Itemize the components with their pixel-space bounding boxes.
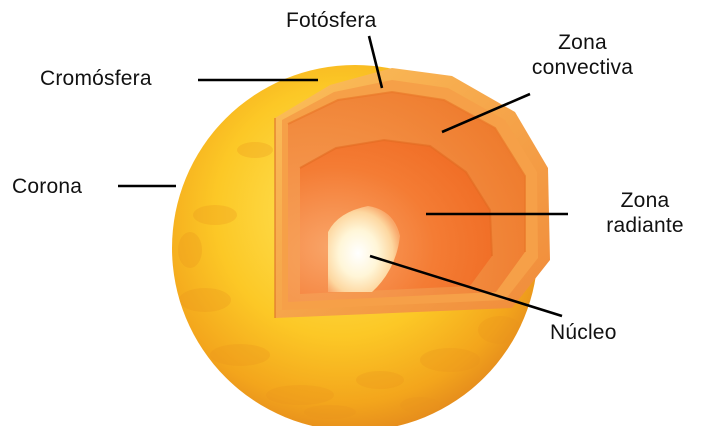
- label-zona-radiante: Zona radiante: [586, 188, 704, 238]
- label-fotosfera: Fotósfera: [286, 8, 377, 33]
- cutaway-layers: [275, 68, 550, 318]
- label-cromosfera: Cromósfera: [40, 66, 152, 91]
- label-nucleo: Núcleo: [550, 320, 617, 345]
- label-corona: Corona: [12, 174, 82, 199]
- label-zona-convectiva: Zona convectiva: [520, 30, 645, 80]
